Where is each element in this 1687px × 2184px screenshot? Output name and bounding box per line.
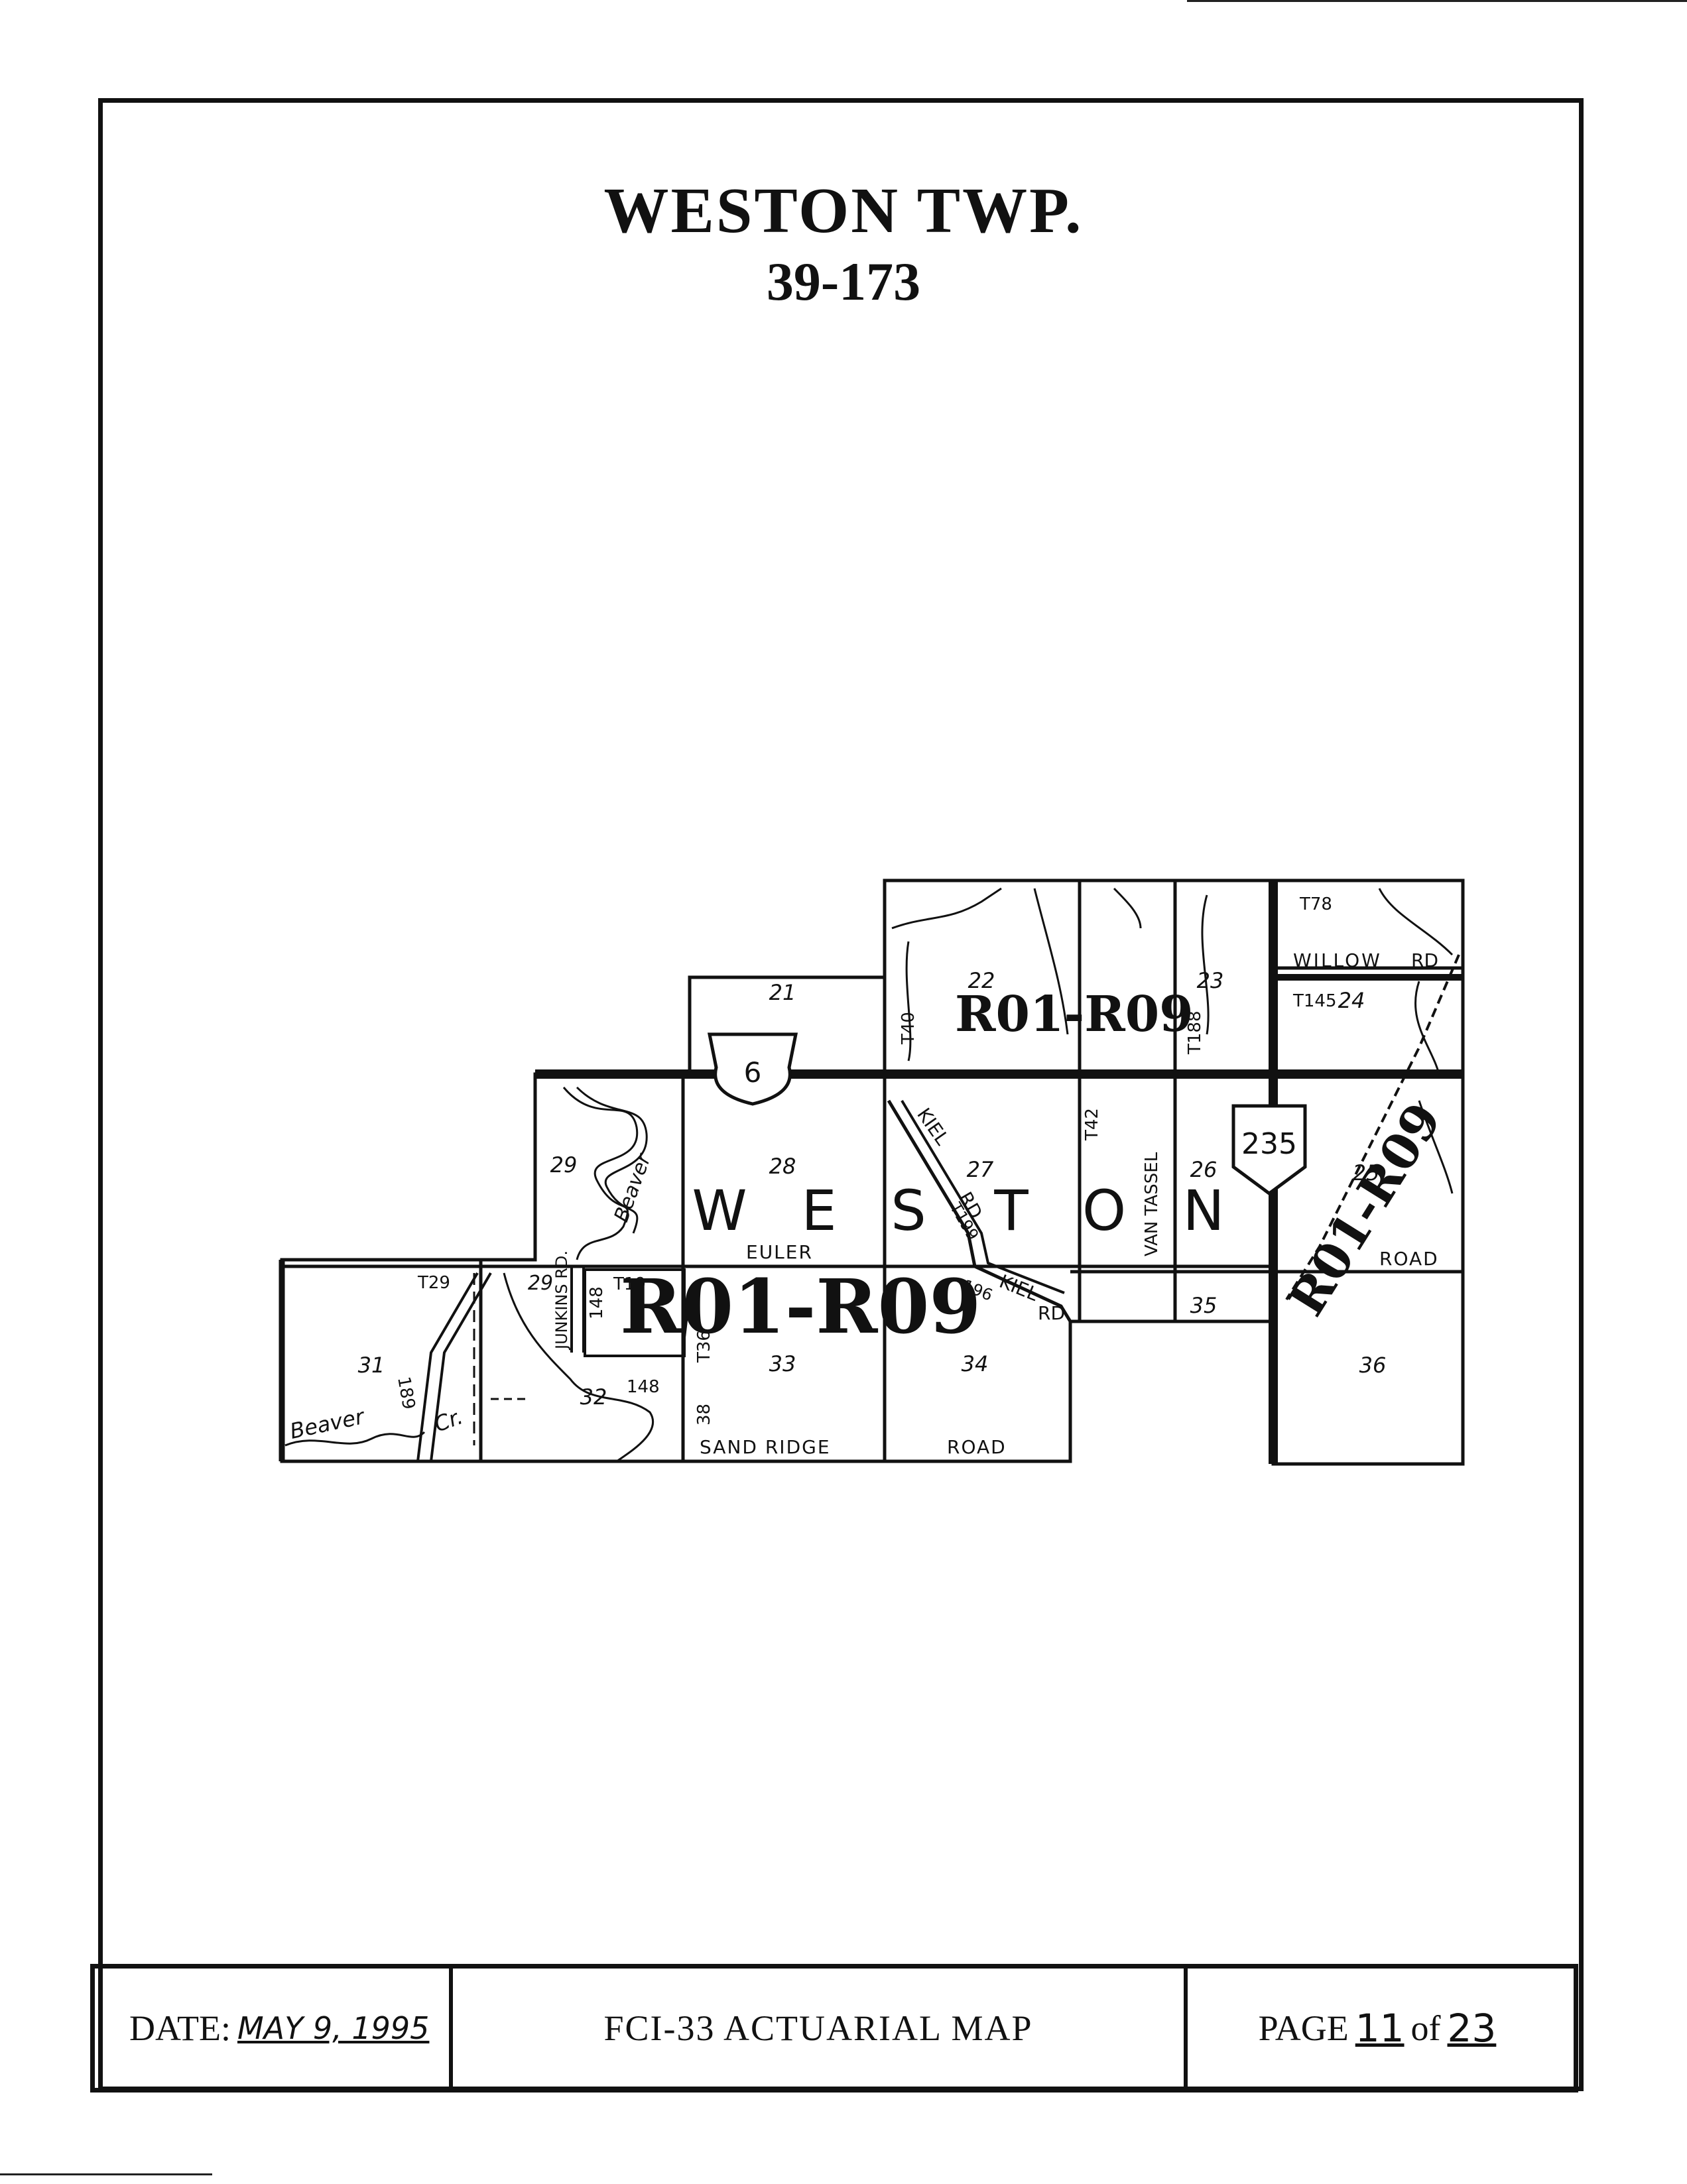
scan-edge-mark: [1187, 0, 1687, 2]
kiel-road-line: [887, 1099, 1072, 1323]
route-235-shield: [1231, 1104, 1307, 1196]
route-t36: T36: [694, 1330, 714, 1363]
route-189-line: [430, 1272, 492, 1462]
of-label: of: [1410, 2008, 1441, 2048]
route-t78: T78: [1299, 894, 1332, 914]
parcel-148: [584, 1268, 686, 1357]
willow-road-label: WILLOW: [1293, 949, 1382, 971]
junkins-road-label: JUNKINS RD.: [552, 1250, 571, 1351]
sand-ridge-road-suffix: ROAD: [947, 1436, 1007, 1458]
date-label: DATE:: [129, 2008, 231, 2048]
sand-ridge-road-label: SAND RIDGE: [700, 1436, 831, 1458]
section-22: 22: [968, 968, 995, 993]
title-block: DATE: MAY 9, 1995 FCI-33 ACTUARIAL MAP P…: [90, 1964, 1578, 2093]
page-total: 23: [1447, 2006, 1497, 2051]
section-23: 23: [1197, 968, 1224, 993]
stream-line: [1378, 888, 1454, 956]
stream-line: [1418, 1100, 1454, 1194]
beaver-creek-south: [284, 1431, 426, 1447]
map-title-cell: FCI-33 ACTUARIAL MAP: [453, 1969, 1188, 2088]
township-letter: T: [993, 1178, 1029, 1243]
page-label: PAGE: [1258, 2008, 1349, 2048]
east-road-label: ROAD: [1379, 1248, 1439, 1270]
section-21: 21: [769, 980, 796, 1005]
page-cell: PAGE 11 of 23: [1188, 1969, 1574, 2088]
kiel-road-label-2: KIEL: [996, 1270, 1041, 1305]
willow-road-suffix: RD: [1411, 949, 1438, 971]
section-29-south: 29: [528, 1272, 553, 1295]
township-code: 39-173: [766, 251, 921, 312]
section-34: 34: [962, 1351, 989, 1376]
stream-line: [891, 887, 1002, 930]
township-letter: O: [1082, 1178, 1126, 1243]
section-25: 25: [1353, 1160, 1380, 1185]
route-189-line: [416, 1272, 479, 1462]
date-value: MAY 9, 1995: [237, 2010, 430, 2046]
section-28: 28: [769, 1154, 796, 1179]
section-36: 36: [1359, 1353, 1387, 1378]
railroad-line: [1285, 954, 1460, 1301]
route-38: 38: [694, 1404, 714, 1426]
kiel-road-line: [901, 1099, 1065, 1294]
euler-road-label: EULER: [746, 1241, 813, 1263]
stream-line: [1113, 887, 1142, 929]
section-33: 33: [769, 1351, 796, 1376]
zone-stamp-center: R01-R09: [620, 1264, 981, 1351]
section-32: 32: [580, 1384, 607, 1410]
route-6-shield: [707, 1032, 798, 1106]
stream-line: [1201, 894, 1210, 1035]
township-letter: S: [891, 1178, 926, 1243]
section-24: 24: [1338, 988, 1365, 1013]
stream-line: [905, 941, 912, 1062]
beaver-creek-north: [576, 1086, 648, 1234]
township-letter: E: [801, 1178, 836, 1243]
township-letter: W: [692, 1178, 747, 1243]
section-31: 31: [358, 1353, 385, 1378]
route-148-vertical: 148: [587, 1286, 607, 1319]
route-148: 148: [627, 1377, 660, 1397]
route-235-number: 235: [1241, 1127, 1297, 1161]
scan-edge-mark: [0, 2173, 212, 2175]
page-number: 11: [1355, 2006, 1405, 2051]
township-title: WESTON TWP.: [603, 175, 1084, 247]
route-t19: T19: [613, 1274, 646, 1294]
route-t145: T145: [1292, 991, 1337, 1011]
route-t29: T29: [417, 1273, 450, 1293]
section-29-north: 29: [550, 1152, 578, 1178]
stream-line: [1033, 888, 1069, 1035]
route-t40: T40: [899, 1012, 918, 1045]
section-27: 27: [967, 1157, 994, 1182]
section-26: 26: [1190, 1157, 1218, 1182]
date-cell: DATE: MAY 9, 1995: [95, 1969, 453, 2088]
van-tassel-road-label: VAN TASSEL: [1142, 1152, 1162, 1256]
section-35: 35: [1190, 1293, 1218, 1318]
route-189: 189: [393, 1375, 418, 1411]
stream-line: [1414, 981, 1440, 1075]
zone-stamp-north: R01-R09: [955, 986, 1194, 1043]
route-6-number: 6: [744, 1056, 762, 1089]
beaver-creek-label-south: Beaver: [288, 1404, 367, 1444]
township-letter: N: [1183, 1178, 1225, 1243]
kiel-road-suffix-2: RD.: [1038, 1302, 1071, 1324]
route-t42: T42: [1082, 1108, 1102, 1141]
map-title: FCI-33 ACTUARIAL MAP: [603, 2008, 1033, 2048]
beaver-creek-label-north: Beaver: [610, 1150, 656, 1225]
route-t188: T188: [1185, 1010, 1205, 1055]
beaver-creek-south: [503, 1272, 655, 1463]
